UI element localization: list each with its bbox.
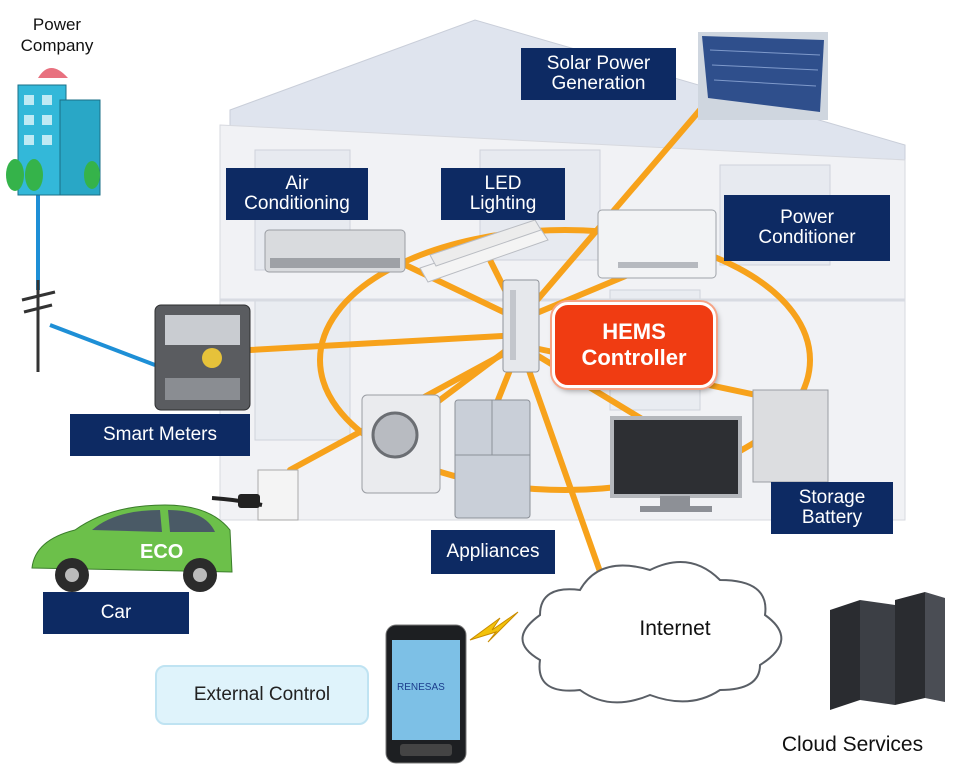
smart-meters-label: Smart Meters (70, 414, 250, 456)
link-air-conditioning (392, 257, 523, 323)
power-conditioner-icon (597, 209, 717, 279)
wireless-signal-icon (469, 611, 519, 643)
led-lighting-label: LED Lighting (441, 168, 565, 220)
solar-panel-icon (698, 32, 828, 120)
power-company-label: Power Company (20, 15, 94, 55)
grid-connection (36, 195, 156, 367)
smart-meter-icon (154, 304, 251, 411)
power-company-building-icon (6, 68, 101, 196)
refrigerator-icon (454, 399, 531, 519)
link-internet (517, 342, 613, 603)
power-outlet-icon (211, 469, 299, 521)
television-icon (610, 416, 742, 512)
washing-machine-icon (361, 394, 441, 494)
utility-pole-icon (21, 280, 56, 372)
hems-controller-badge: HEMS Controller (552, 302, 716, 388)
cloud-services-label: Cloud Services (781, 733, 924, 756)
air-conditioner-icon (264, 229, 406, 273)
power-conditioner-label: Power Conditioner (724, 195, 890, 261)
phone-brand-text: RENESAS (397, 682, 445, 693)
led-lighting-icon (419, 219, 549, 283)
cloud-servers-icon (830, 592, 945, 710)
air-conditioning-label: Air Conditioning (226, 168, 368, 220)
appliances-label: Appliances (431, 530, 555, 574)
internet-label: Internet (639, 617, 711, 640)
connection-ring (317, 227, 813, 493)
internet-cloud-icon (521, 561, 783, 704)
smartphone-icon: RENESAS (385, 624, 467, 764)
storage-battery-icon (752, 389, 829, 483)
link-smart-meters (247, 332, 523, 353)
eco-car-icon: ECO (31, 504, 233, 592)
external-control-callout: External Control (155, 665, 369, 725)
solar-power-generation-label: Solar Power Generation (521, 48, 676, 100)
car-label: Car (43, 592, 189, 634)
eco-text: ECO (140, 541, 183, 563)
hems-controller-device-icon (502, 279, 540, 373)
storage-battery-label: Storage Battery (771, 482, 893, 534)
